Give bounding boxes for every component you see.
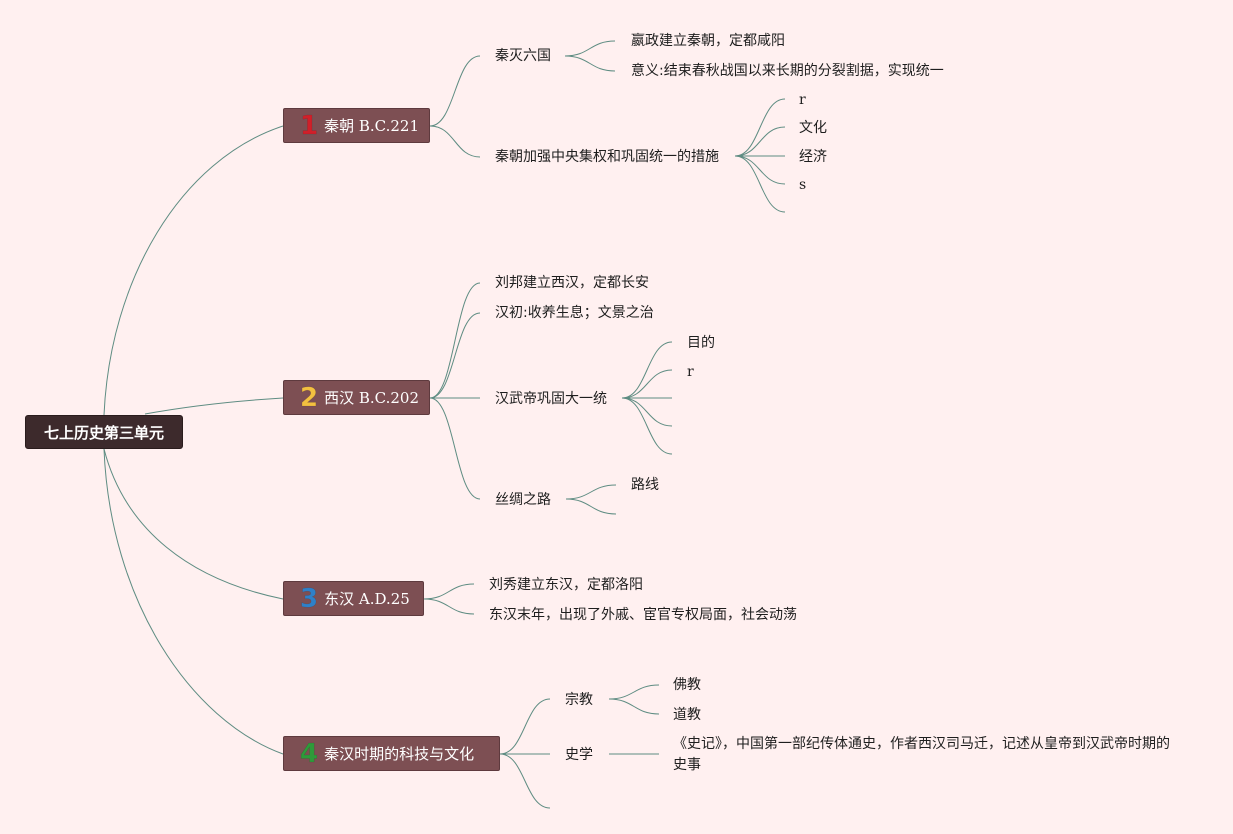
number-badge-2: 2 (300, 382, 319, 413)
connector-line-9 (734, 126, 786, 157)
connector-line-1 (144, 397, 284, 415)
root-node[interactable]: 七上历史第三单元 (25, 415, 183, 449)
connector-line-28 (499, 753, 551, 809)
subtopic-religion[interactable]: 宗教 (565, 692, 593, 708)
topic-node-western-han[interactable]: 2 西汉 B.C.202 (283, 380, 430, 415)
number-badge-3: 3 (300, 583, 319, 614)
leaf-r[interactable]: r (799, 92, 806, 108)
number-badge-4: 4 (300, 738, 319, 769)
connector-line-11 (734, 155, 786, 185)
topic-label: 秦汉时期的科技与文化 (324, 745, 475, 763)
topic-label: 东汉 A.D.25 (324, 590, 410, 608)
connector-line-22 (565, 484, 617, 500)
subtopic-early-han-policies[interactable]: 汉初:收养生息；文景之治 (495, 305, 654, 321)
connector-line-21 (621, 397, 673, 455)
connector-line-20 (621, 397, 673, 427)
connector-line-23 (565, 498, 617, 515)
leaf-records-of-grand-historian[interactable]: 《史记》，中国第一部纪传体通史，作者西汉司马迁，记述从皇帝到汉武帝时期的史事 (673, 736, 1170, 773)
connector-line-2 (103, 448, 284, 600)
leaf-significance-unification[interactable]: 意义:结束春秋战国以来长期的分裂割据，实现统一 (631, 63, 944, 79)
connector-line-26 (499, 698, 551, 755)
subtopic-emperor-wu[interactable]: 汉武帝巩固大一统 (495, 391, 607, 407)
leaf-route[interactable]: 路线 (631, 477, 659, 493)
root-label: 七上历史第三单元 (43, 423, 164, 442)
leaf-s[interactable]: s (799, 177, 807, 193)
connector-line-18 (621, 369, 673, 399)
subtopic-liubang-founds-western-han[interactable]: 刘邦建立西汉，定都长安 (495, 275, 649, 291)
subtopic-late-eastern-han[interactable]: 东汉末年，出现了外戚、宦官专权局面，社会动荡 (489, 607, 797, 623)
leaf-culture[interactable]: 文化 (799, 120, 827, 136)
subtopic-qin-conquers-six-states[interactable]: 秦灭六国 (495, 48, 551, 64)
connector-line-6 (564, 40, 616, 57)
subtopic-historiography[interactable]: 史学 (565, 747, 593, 763)
subtopic-silk-road[interactable]: 丝绸之路 (495, 492, 551, 508)
leaf-purpose[interactable]: 目的 (687, 335, 715, 351)
leaf-buddhism[interactable]: 佛教 (673, 677, 701, 693)
connector-line-5 (429, 125, 481, 158)
connector-line-13 (429, 282, 481, 399)
leaf-r[interactable]: r (687, 364, 694, 380)
topic-label: 西汉 B.C.202 (324, 389, 419, 407)
connector-line-14 (429, 312, 481, 399)
subtopic-liuxiu-founds-eastern-han[interactable]: 刘秀建立东汉，定都洛阳 (489, 577, 643, 593)
topic-label: 秦朝 B.C.221 (324, 117, 419, 135)
connector-line-4 (429, 55, 481, 127)
number-badge-1: 1 (300, 110, 319, 141)
connector-line-8 (734, 98, 786, 157)
connector-line-16 (429, 397, 481, 500)
topic-node-qin[interactable]: 1 秦朝 B.C.221 (283, 108, 430, 143)
connector-line-30 (608, 698, 660, 715)
connector-line-12 (734, 155, 786, 213)
subtopic-qin-centralization-measures[interactable]: 秦朝加强中央集权和巩固统一的措施 (495, 149, 719, 165)
connector-line-29 (608, 684, 660, 700)
leaf-taoism[interactable]: 道教 (673, 707, 701, 723)
leaf-yingzheng-founds-qin[interactable]: 嬴政建立秦朝，定都咸阳 (631, 33, 785, 49)
topic-node-eastern-han[interactable]: 3 东汉 A.D.25 (283, 581, 424, 616)
connector-line-0 (103, 125, 284, 416)
connector-line-7 (564, 55, 616, 72)
connector-line-25 (423, 598, 475, 615)
connector-line-24 (423, 583, 475, 600)
topic-node-science-culture[interactable]: 4 秦汉时期的科技与文化 (283, 736, 500, 771)
leaf-economy[interactable]: 经济 (799, 149, 827, 165)
connector-line-3 (103, 448, 284, 755)
connector-line-17 (621, 341, 673, 399)
